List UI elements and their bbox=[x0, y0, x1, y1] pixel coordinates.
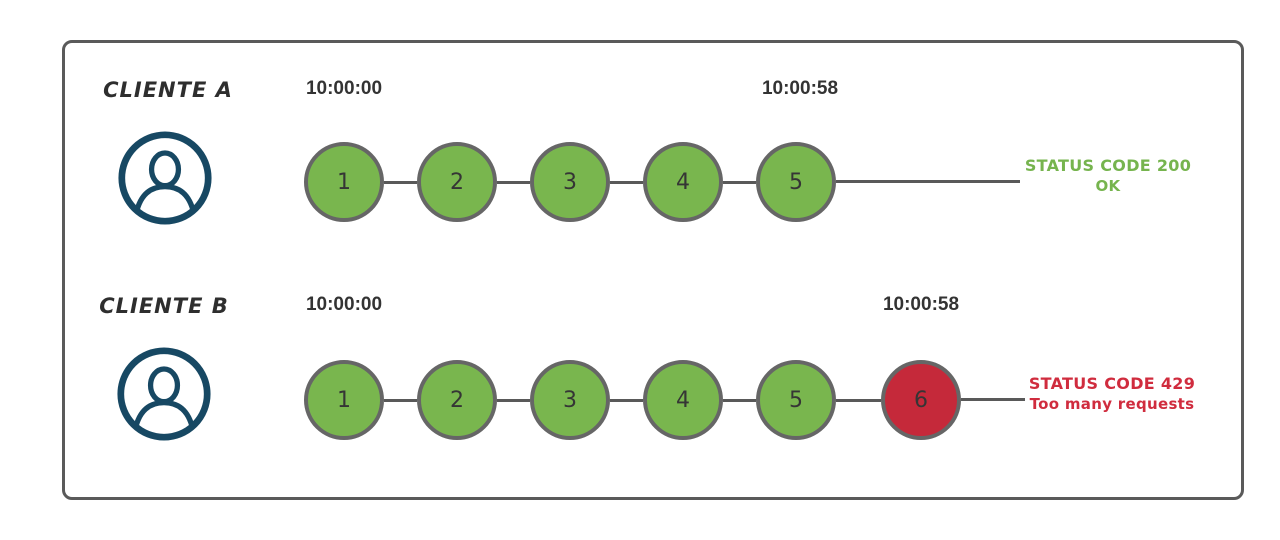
client-b-label: CLIENTE B bbox=[99, 294, 229, 318]
request-connector-line bbox=[610, 180, 643, 184]
timestamp-b-end: 10:00:58 bbox=[882, 294, 960, 315]
timestamp-b-start: 10:00:00 bbox=[305, 294, 383, 315]
status-b: STATUS CODE 429 Too many requests bbox=[1022, 374, 1202, 414]
request-circle-2: 2 bbox=[417, 360, 497, 440]
request-circle-5: 5 bbox=[756, 360, 836, 440]
timestamp-a-end: 10:00:58 bbox=[761, 78, 839, 99]
request-connector-line bbox=[497, 180, 530, 184]
timestamp-a-start: 10:00:00 bbox=[305, 78, 383, 99]
request-connector-line bbox=[723, 180, 756, 184]
user-avatar-icon bbox=[117, 130, 213, 226]
request-connector-line bbox=[610, 398, 643, 402]
request-connector-line bbox=[497, 398, 530, 402]
request-connector-line bbox=[384, 180, 417, 184]
status-a-message: OK bbox=[1095, 177, 1121, 195]
status-a: STATUS CODE 200 OK bbox=[1022, 156, 1194, 196]
request-circle-1: 1 bbox=[304, 142, 384, 222]
request-circle-4: 4 bbox=[643, 360, 723, 440]
timeline-trail-a bbox=[836, 180, 1020, 183]
status-b-code: STATUS CODE 429 bbox=[1028, 374, 1196, 393]
request-circle-3: 3 bbox=[530, 360, 610, 440]
request-circle-4: 4 bbox=[643, 142, 723, 222]
request-connector-line bbox=[384, 398, 417, 402]
request-circle-3: 3 bbox=[530, 142, 610, 222]
request-connector-line bbox=[723, 398, 756, 402]
status-a-code: STATUS CODE 200 bbox=[1024, 156, 1192, 175]
status-b-message: Too many requests bbox=[1029, 395, 1195, 413]
request-circle-6: 6 bbox=[881, 360, 961, 440]
timeline-trail-b bbox=[961, 398, 1025, 401]
client-a-label: CLIENTE A bbox=[103, 78, 233, 102]
request-circle-5: 5 bbox=[756, 142, 836, 222]
request-circle-1: 1 bbox=[304, 360, 384, 440]
user-avatar-icon bbox=[116, 346, 212, 442]
request-circle-2: 2 bbox=[417, 142, 497, 222]
request-connector-line bbox=[836, 398, 881, 402]
